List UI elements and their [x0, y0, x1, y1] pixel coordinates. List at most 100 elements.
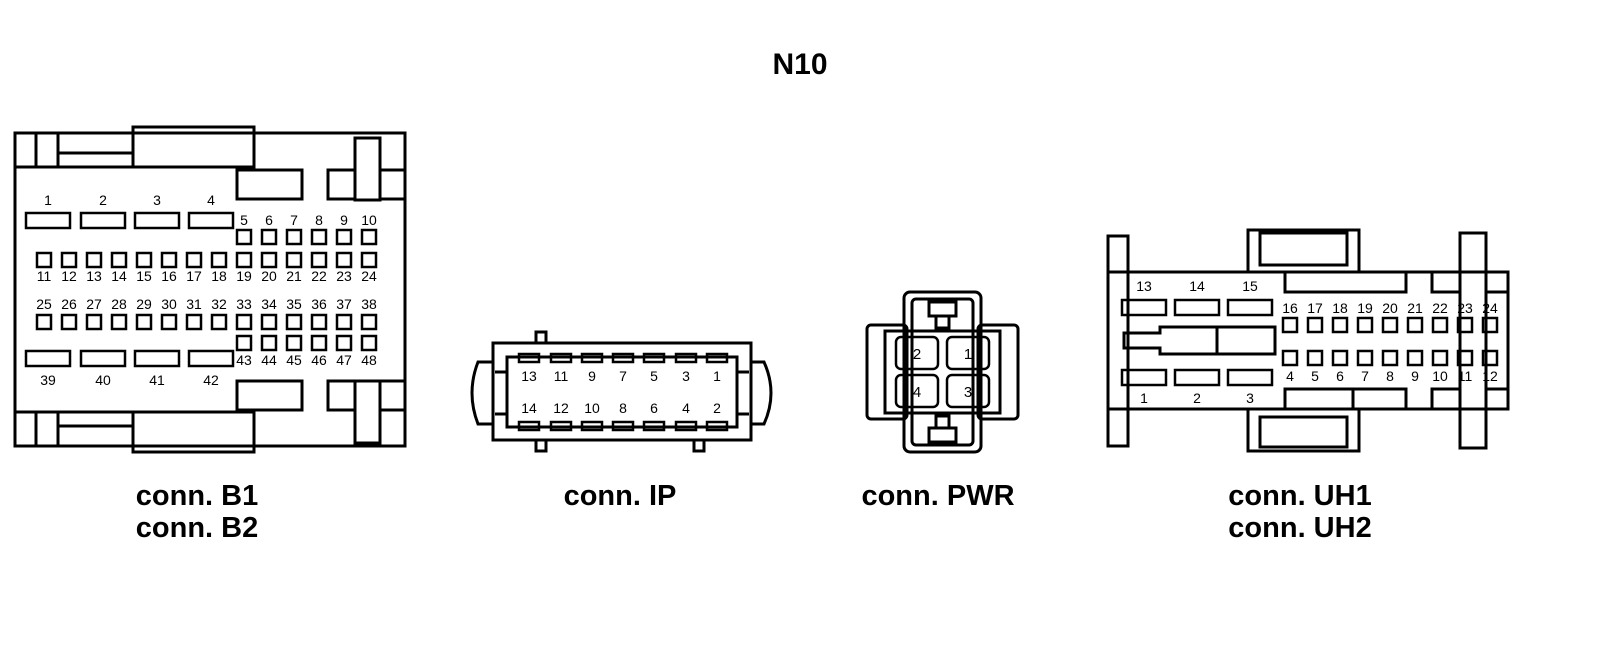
pin-b-46: 46 — [310, 334, 328, 368]
pin-ip-6: 6 — [642, 400, 666, 432]
pin-b-31: 31 — [185, 296, 203, 331]
pin-label-b-29: 29 — [136, 296, 152, 312]
pin-pwr-2: 2 — [894, 335, 940, 371]
pin-uh-11: 11 — [1456, 349, 1474, 384]
pin-label-b-26: 26 — [61, 296, 77, 312]
pin-b-7: 7 — [285, 212, 303, 246]
pin-label-ip-3: 3 — [682, 368, 690, 384]
pin-uh-12: 12 — [1481, 349, 1499, 384]
pin-label-b-48: 48 — [361, 352, 377, 368]
pin-label-uh-11: 11 — [1458, 368, 1473, 384]
pin-label-uh-10: 10 — [1432, 368, 1448, 384]
pin-b-47: 47 — [335, 334, 353, 368]
pin-b-9: 9 — [335, 212, 353, 246]
pin-b-29: 29 — [135, 296, 153, 331]
pin-b-18: 18 — [210, 251, 228, 284]
connector-ip-housing — [470, 330, 773, 453]
pin-b-1: 1 — [24, 192, 72, 230]
pin-ip-9: 9 — [580, 352, 604, 384]
pin-label-pwr-3: 3 — [964, 384, 972, 401]
pin-label-b-38: 38 — [361, 296, 377, 312]
pin-b-25: 25 — [35, 296, 53, 331]
connector-uh-housing — [1106, 228, 1510, 453]
pin-label-b-37: 37 — [336, 296, 352, 312]
pin-uh-17: 17 — [1306, 300, 1324, 334]
pin-label-ip-6: 6 — [650, 400, 658, 416]
pin-label-b-13: 13 — [86, 268, 102, 284]
pin-label-b-32: 32 — [211, 296, 227, 312]
pin-pwr-4: 4 — [894, 373, 940, 409]
pin-b-17: 17 — [185, 251, 203, 284]
pin-label-ip-1: 1 — [713, 368, 721, 384]
pin-label-b-39: 39 — [40, 372, 56, 388]
caption-connector-b: conn. B1 conn. B2 — [97, 480, 297, 544]
pin-label-uh-7: 7 — [1361, 368, 1369, 384]
pin-label-b-19: 19 — [236, 268, 252, 284]
pin-label-b-43: 43 — [236, 352, 252, 368]
pin-uh-20: 20 — [1381, 300, 1399, 334]
pin-label-ip-10: 10 — [584, 400, 600, 416]
pin-label-b-16: 16 — [161, 268, 177, 284]
pin-label-b-47: 47 — [336, 352, 352, 368]
pin-label-pwr-2: 2 — [913, 346, 921, 363]
caption-pwr: conn. PWR — [861, 480, 1015, 512]
pin-label-b-46: 46 — [311, 352, 327, 368]
pin-b-38: 38 — [360, 296, 378, 331]
pin-label-b-42: 42 — [203, 372, 219, 388]
pin-uh-23: 23 — [1456, 300, 1474, 334]
pin-ip-13: 13 — [517, 352, 541, 384]
pin-label-uh-8: 8 — [1386, 368, 1394, 384]
pin-uh-18: 18 — [1331, 300, 1349, 334]
pin-b-16: 16 — [160, 251, 178, 284]
pin-uh-24: 24 — [1481, 300, 1499, 334]
pin-label-uh-14: 14 — [1189, 278, 1205, 294]
pin-label-uh-6: 6 — [1336, 368, 1344, 384]
pin-label-pwr-1: 1 — [964, 346, 972, 363]
pin-label-b-21: 21 — [286, 268, 302, 284]
pin-uh-14: 14 — [1173, 278, 1221, 317]
pin-label-ip-9: 9 — [588, 368, 596, 384]
pin-label-b-5: 5 — [240, 212, 248, 228]
pin-b-22: 22 — [310, 251, 328, 284]
pin-ip-1: 1 — [705, 352, 729, 384]
pin-ip-14: 14 — [517, 400, 541, 432]
caption-connector-pwr: conn. PWR — [838, 480, 1038, 512]
pin-b-12: 12 — [60, 251, 78, 284]
pin-b-21: 21 — [285, 251, 303, 284]
pin-label-uh-5: 5 — [1311, 368, 1319, 384]
pin-label-b-24: 24 — [361, 268, 377, 284]
pin-uh-2: 2 — [1173, 368, 1221, 406]
pin-label-uh-2: 2 — [1193, 390, 1201, 406]
pin-b-6: 6 — [260, 212, 278, 246]
pin-label-b-33: 33 — [236, 296, 252, 312]
pin-ip-3: 3 — [674, 352, 698, 384]
pin-label-b-7: 7 — [290, 212, 298, 228]
pin-label-b-27: 27 — [86, 296, 102, 312]
pin-label-b-18: 18 — [211, 268, 227, 284]
pin-b-24: 24 — [360, 251, 378, 284]
pin-ip-5: 5 — [642, 352, 666, 384]
pin-ip-11: 11 — [549, 352, 573, 384]
pin-label-uh-4: 4 — [1286, 368, 1294, 384]
pin-label-uh-1: 1 — [1140, 390, 1148, 406]
pin-b-27: 27 — [85, 296, 103, 331]
pin-label-b-14: 14 — [111, 268, 127, 284]
pin-label-b-30: 30 — [161, 296, 177, 312]
pin-label-b-8: 8 — [315, 212, 323, 228]
pin-pwr-3: 3 — [945, 373, 991, 409]
pin-b-26: 26 — [60, 296, 78, 331]
pin-label-ip-11: 11 — [554, 368, 569, 384]
caption-uh2: conn. UH2 — [1228, 512, 1372, 544]
pin-b-23: 23 — [335, 251, 353, 284]
pin-label-b-40: 40 — [95, 372, 111, 388]
pin-ip-4: 4 — [674, 400, 698, 432]
pin-label-b-9: 9 — [340, 212, 348, 228]
pin-uh-15: 15 — [1226, 278, 1274, 317]
pin-b-39: 39 — [24, 349, 72, 388]
pin-label-ip-4: 4 — [682, 400, 690, 416]
pin-label-b-31: 31 — [186, 296, 202, 312]
pin-label-b-44: 44 — [261, 352, 277, 368]
pin-label-b-10: 10 — [361, 212, 377, 228]
pin-label-ip-5: 5 — [650, 368, 658, 384]
pin-b-19: 19 — [235, 251, 253, 284]
